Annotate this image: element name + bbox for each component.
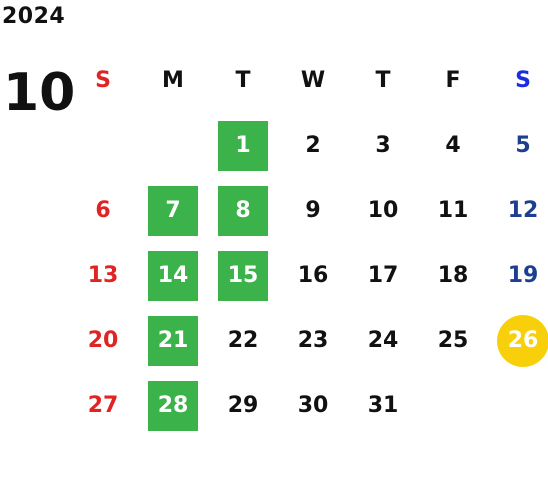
day-cell[interactable]: 12 bbox=[488, 178, 548, 243]
day-number: 27 bbox=[87, 393, 119, 418]
day-cell[interactable]: 14 bbox=[138, 243, 208, 308]
month-label: 10 bbox=[3, 63, 76, 123]
empty-day-cell bbox=[488, 373, 548, 438]
day-number: 19 bbox=[507, 263, 539, 288]
day-cell[interactable]: 7 bbox=[138, 178, 208, 243]
year-label: 2024 bbox=[2, 4, 66, 29]
weekday-header-fri: F bbox=[445, 68, 461, 93]
day-number: 26 bbox=[507, 328, 539, 353]
empty-day-cell bbox=[68, 113, 138, 178]
day-cell[interactable]: 26 bbox=[488, 308, 548, 373]
day-cell[interactable]: 16 bbox=[278, 243, 348, 308]
day-number: 31 bbox=[367, 393, 399, 418]
day-cell[interactable]: 5 bbox=[488, 113, 548, 178]
day-number: 20 bbox=[87, 328, 119, 353]
empty-day-cell bbox=[418, 373, 488, 438]
day-number: 24 bbox=[367, 328, 399, 353]
day-cell[interactable]: 9 bbox=[278, 178, 348, 243]
day-number: 7 bbox=[165, 198, 181, 223]
day-number: 30 bbox=[297, 393, 329, 418]
day-number: 6 bbox=[95, 198, 111, 223]
day-cell[interactable]: 4 bbox=[418, 113, 488, 178]
day-cell[interactable]: 25 bbox=[418, 308, 488, 373]
weekday-header-tue: T bbox=[235, 68, 251, 93]
day-number: 15 bbox=[227, 263, 259, 288]
day-cell[interactable]: 29 bbox=[208, 373, 278, 438]
weekday-header-sat: S bbox=[515, 68, 531, 93]
day-number: 28 bbox=[157, 393, 189, 418]
day-cell[interactable]: 15 bbox=[208, 243, 278, 308]
weekday-header-wed: W bbox=[300, 68, 326, 93]
day-cell[interactable]: 10 bbox=[348, 178, 418, 243]
day-cell[interactable]: 20 bbox=[68, 308, 138, 373]
day-cell[interactable]: 27 bbox=[68, 373, 138, 438]
day-number: 11 bbox=[437, 198, 469, 223]
day-number: 8 bbox=[235, 198, 251, 223]
day-number: 9 bbox=[305, 198, 321, 223]
day-cell[interactable]: 31 bbox=[348, 373, 418, 438]
day-number: 13 bbox=[87, 263, 119, 288]
day-number: 16 bbox=[297, 263, 329, 288]
day-cell[interactable]: 2 bbox=[278, 113, 348, 178]
day-cell[interactable]: 23 bbox=[278, 308, 348, 373]
day-number: 21 bbox=[157, 328, 189, 353]
weekday-header-mon: M bbox=[162, 68, 184, 93]
empty-day-cell bbox=[138, 113, 208, 178]
day-number: 12 bbox=[507, 198, 539, 223]
day-cell[interactable]: 19 bbox=[488, 243, 548, 308]
day-number: 3 bbox=[375, 133, 391, 158]
day-cell[interactable]: 30 bbox=[278, 373, 348, 438]
day-number: 29 bbox=[227, 393, 259, 418]
day-cell[interactable]: 17 bbox=[348, 243, 418, 308]
day-cell[interactable]: 22 bbox=[208, 308, 278, 373]
day-number: 4 bbox=[445, 133, 461, 158]
weekday-header-sun: S bbox=[95, 68, 111, 93]
day-number: 17 bbox=[367, 263, 399, 288]
day-number: 25 bbox=[437, 328, 469, 353]
day-number: 22 bbox=[227, 328, 259, 353]
day-cell[interactable]: 3 bbox=[348, 113, 418, 178]
day-number: 2 bbox=[305, 133, 321, 158]
day-number: 10 bbox=[367, 198, 399, 223]
day-cell[interactable]: 18 bbox=[418, 243, 488, 308]
day-cell[interactable]: 24 bbox=[348, 308, 418, 373]
day-number: 14 bbox=[157, 263, 189, 288]
weekday-header-thu: T bbox=[375, 68, 391, 93]
day-cell[interactable]: 21 bbox=[138, 308, 208, 373]
day-cell[interactable]: 1 bbox=[208, 113, 278, 178]
day-cell[interactable]: 28 bbox=[138, 373, 208, 438]
day-number: 18 bbox=[437, 263, 469, 288]
day-cell[interactable]: 6 bbox=[68, 178, 138, 243]
day-number: 1 bbox=[235, 133, 251, 158]
day-cell[interactable]: 11 bbox=[418, 178, 488, 243]
day-cell[interactable]: 8 bbox=[208, 178, 278, 243]
day-number: 5 bbox=[515, 133, 531, 158]
day-number: 23 bbox=[297, 328, 329, 353]
day-cell[interactable]: 13 bbox=[68, 243, 138, 308]
